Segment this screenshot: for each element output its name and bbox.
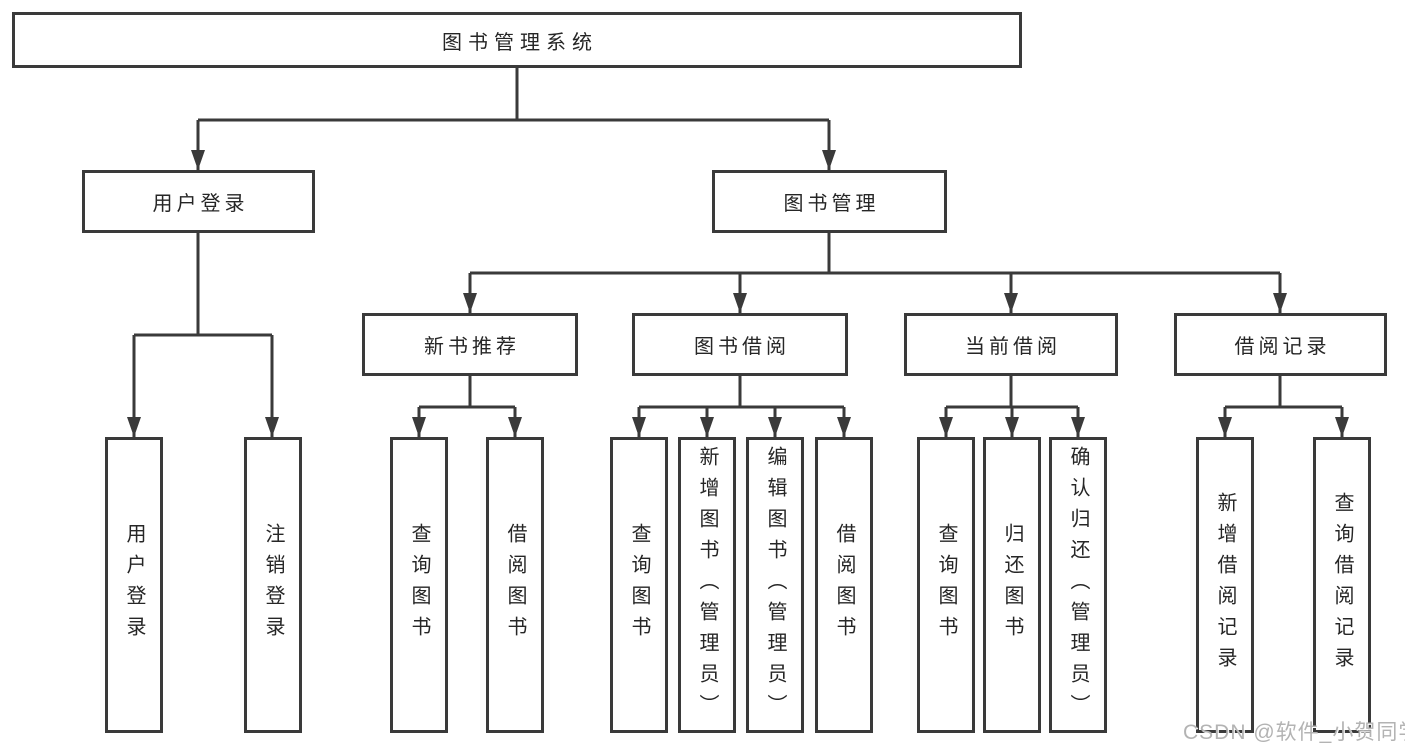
node-edit-book-admin: 编辑图书（管理员）: [746, 437, 804, 733]
node-label: 查询图书: [935, 523, 957, 647]
node-confirm-return-admin: 确认归还（管理员）: [1049, 437, 1107, 733]
node-new-book-recommendation: 新书推荐: [362, 313, 578, 376]
node-query-books-current: 查询图书: [917, 437, 975, 733]
node-label: 图书管理: [783, 193, 880, 215]
node-query-books-recommend: 查询图书: [390, 437, 448, 733]
arrowhead-icon: [127, 150, 1349, 437]
node-library-management-system: 图书管理系统: [12, 12, 1022, 68]
node-label: 归还图书: [1001, 523, 1023, 647]
node-label: 注销登录: [262, 523, 284, 647]
node-label: 编辑图书（管理员）: [764, 445, 786, 725]
node-add-borrow-record: 新增借阅记录: [1196, 437, 1254, 733]
node-label: 确认归还（管理员）: [1067, 445, 1089, 725]
node-label: 借阅图书: [504, 523, 526, 647]
node-label: 借阅图书: [833, 523, 855, 647]
node-borrowing-records: 借阅记录: [1174, 313, 1387, 376]
node-label: 图书借阅: [694, 336, 790, 358]
node-label: 查询借阅记录: [1331, 492, 1353, 678]
node-add-book-admin: 新增图书（管理员）: [678, 437, 736, 733]
node-label: 查询图书: [628, 523, 650, 647]
node-borrow-books-borrow: 借阅图书: [815, 437, 873, 733]
node-return-books: 归还图书: [983, 437, 1041, 733]
node-book-management: 图书管理: [712, 170, 947, 233]
node-query-books-borrow: 查询图书: [610, 437, 668, 733]
node-label: 新增借阅记录: [1214, 492, 1236, 678]
node-label: 用户登录: [152, 193, 249, 215]
watermark: CSDN @软件_小贺同学: [1183, 721, 1405, 744]
node-label: 图书管理系统: [442, 31, 598, 54]
node-label: 用户登录: [123, 523, 145, 647]
node-logout: 注销登录: [244, 437, 302, 733]
connector-path: [132, 68, 1344, 437]
node-user-login: 用户登录: [82, 170, 315, 233]
node-label: 借阅记录: [1234, 336, 1331, 358]
node-label: 当前借阅: [965, 336, 1061, 358]
node-label: 新增图书（管理员）: [696, 445, 718, 725]
node-book-borrowing: 图书借阅: [632, 313, 848, 376]
node-label: 新书推荐: [424, 336, 520, 358]
node-label: 查询图书: [408, 523, 430, 647]
node-user-login-leaf: 用户登录: [105, 437, 163, 733]
node-current-borrowing: 当前借阅: [904, 313, 1118, 376]
node-borrow-books-recommend: 借阅图书: [486, 437, 544, 733]
node-query-borrow-record: 查询借阅记录: [1313, 437, 1371, 733]
